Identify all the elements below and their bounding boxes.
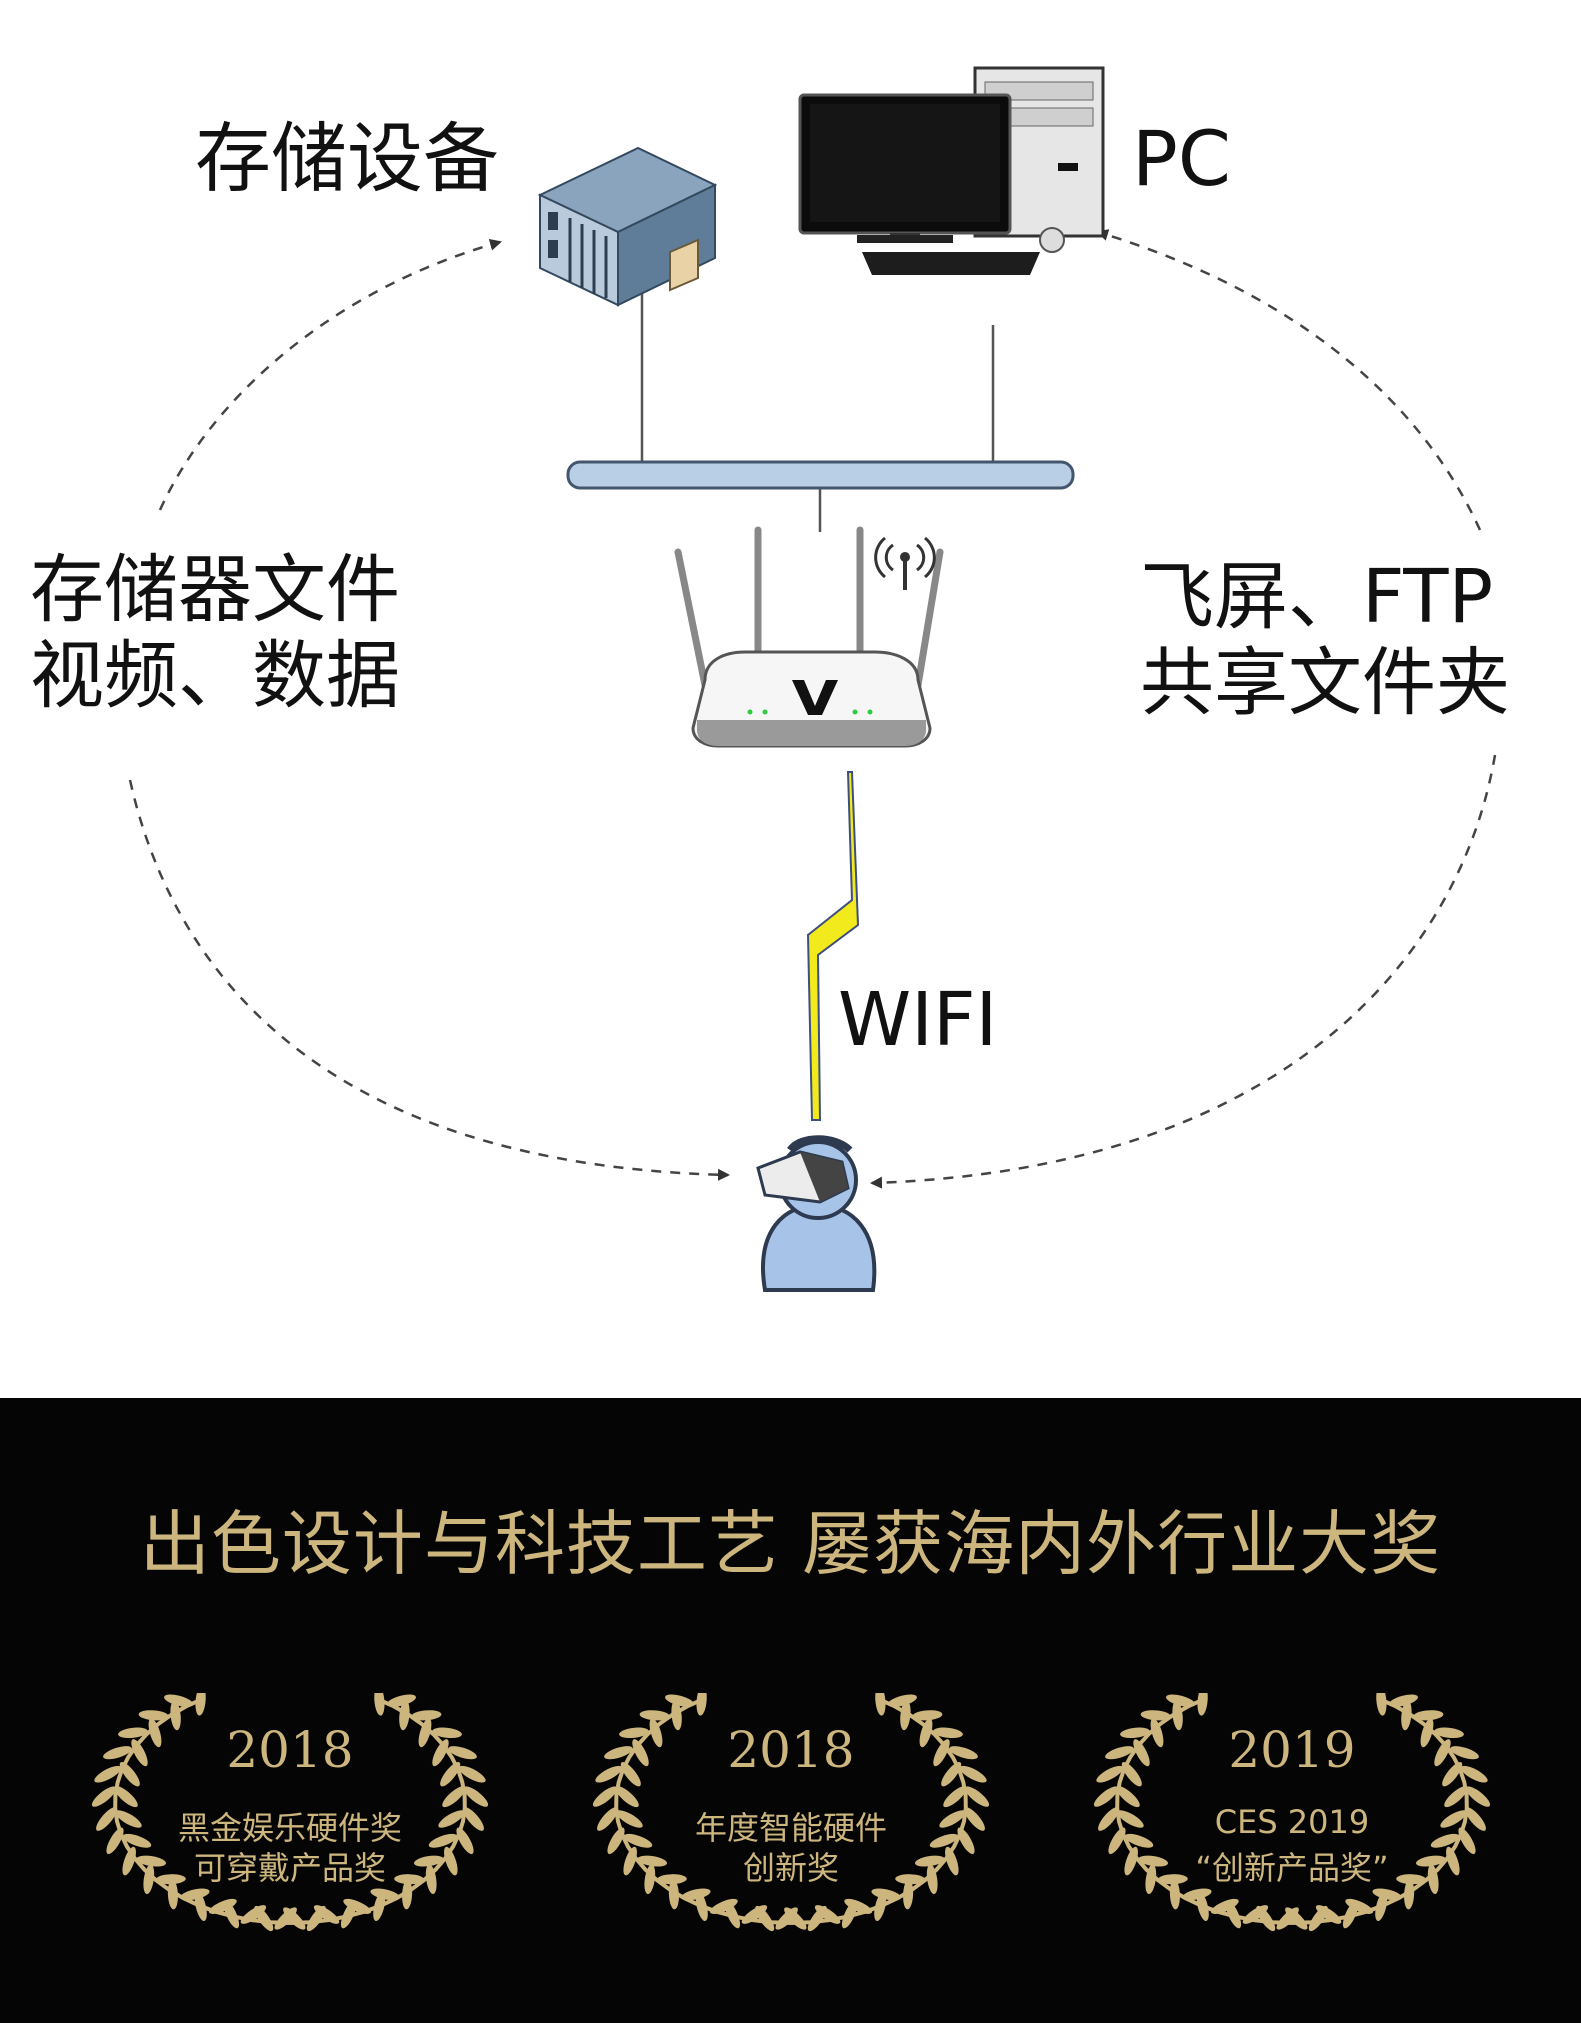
flow-arrows (128, 229, 1497, 1189)
award-title-line2: 可穿戴产品奖 (193, 1849, 386, 1887)
award-title-line2: 创新奖 (742, 1849, 839, 1887)
laurel-wreath-icon (91, 1693, 489, 1932)
pc-flow-label-line2: 共享文件夹 (1140, 639, 1510, 726)
arrow-right-to-user (870, 754, 1497, 1189)
award-title-line1: CES 2019 (1214, 1803, 1370, 1841)
award-item: 2019 CES 2019 “创新产品奖” (1072, 1693, 1512, 1953)
network-diagram: 存储设备 PC 存储器文件 视频、数据 飞屏、FTP 共享文件夹 WIFI (30, 66, 1510, 1292)
award-item: 2018 黑金娱乐硬件奖 可穿戴产品奖 (70, 1693, 510, 1953)
vr-user-icon (756, 1135, 877, 1292)
wifi-bolt-icon (806, 771, 860, 1121)
pc-flow-label: 飞屏、FTP 共享文件夹 (1140, 554, 1510, 727)
laurel-wreath-icon (1093, 1693, 1491, 1932)
storage-flow-label-line1: 存储器文件 (30, 547, 400, 633)
award-title-line1: 黑金娱乐硬件奖 (177, 1809, 402, 1847)
award-item: 2018 年度智能硬件 创新奖 (571, 1693, 1011, 1953)
diagram-graphics (128, 66, 1497, 1292)
award-year: 2019 (1228, 1721, 1356, 1779)
awards-headline: 出色设计与科技工艺 屡获海内外行业大奖 (139, 1503, 1442, 1585)
arrow-left-to-user (128, 779, 730, 1181)
awards-section: 出色设计与科技工艺 屡获海内外行业大奖 2018 黑金娱乐硬件奖 可穿戴产品奖 … (0, 1398, 1581, 2023)
award-year: 2018 (226, 1721, 354, 1779)
router-icon (674, 526, 944, 748)
storage-flow-label-line2: 视频、数据 (30, 632, 400, 719)
pc-flow-label-line1: 飞屏、FTP (1140, 554, 1494, 640)
laurel-wreath-icon (592, 1693, 990, 1932)
award-title-line2: “创新产品奖” (1195, 1849, 1389, 1887)
wifi-label: WIFI (838, 977, 998, 1063)
award-title-line1: 年度智能硬件 (694, 1809, 887, 1847)
award-year: 2018 (727, 1721, 855, 1779)
arrow-to-storage (158, 238, 502, 511)
wired-links (640, 290, 995, 532)
pc-icon (798, 66, 1105, 275)
network-bus-bar (566, 460, 1075, 490)
storage-flow-label: 存储器文件 视频、数据 (30, 547, 400, 720)
storage-device-icon (537, 146, 718, 307)
arrow-to-pc (1096, 229, 1482, 531)
pc-label: PC (1132, 114, 1231, 203)
storage-device-label: 存储设备 (195, 114, 499, 203)
